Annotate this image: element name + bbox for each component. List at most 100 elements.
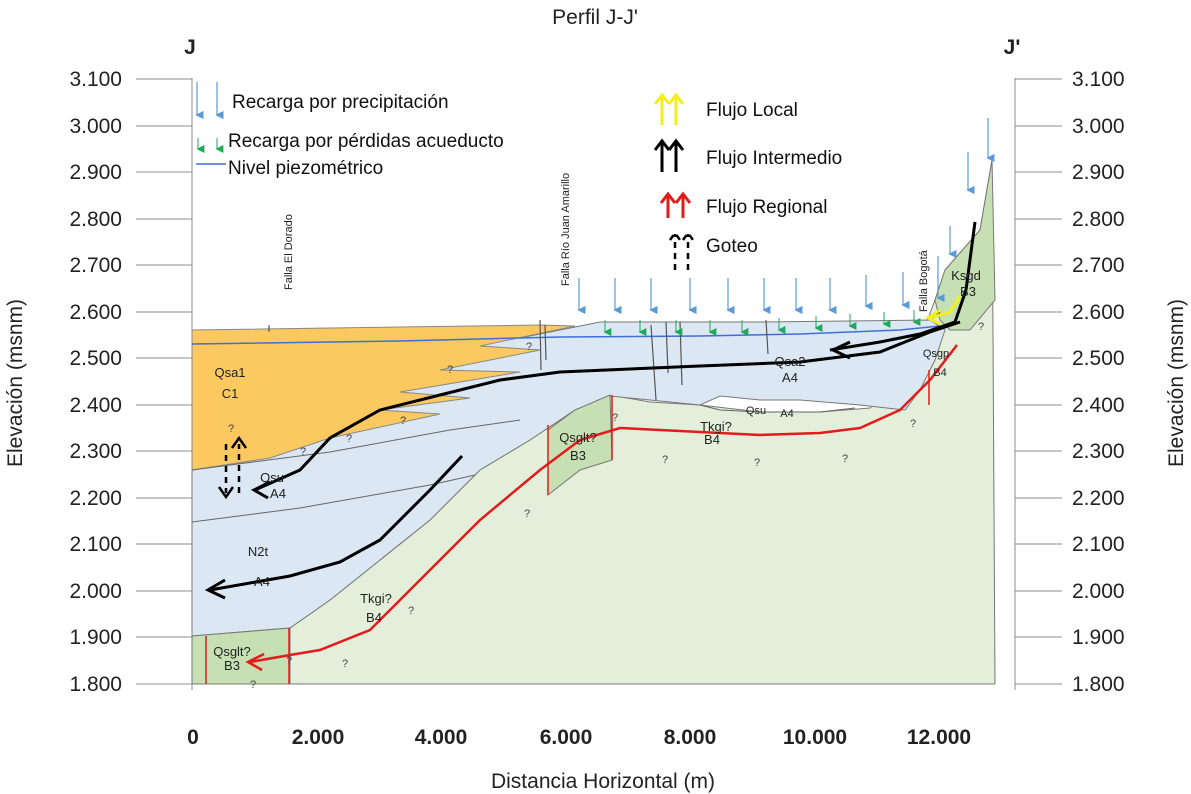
- y-tick-2500: 2.500: [69, 347, 122, 370]
- q-mark: ?: [346, 433, 352, 445]
- legend-piezometric-text: Nivel piezométrico: [228, 158, 383, 179]
- q-mark: ?: [910, 418, 916, 430]
- q-mark: ?: [342, 658, 348, 670]
- q-mark: ?: [408, 605, 414, 617]
- flow-regional-head: [245, 652, 265, 672]
- y-tick-1900: 1.900: [69, 626, 122, 649]
- label-tkgi-right: Tkgi?: [700, 419, 732, 434]
- label-qsu-mid: Qsu: [746, 405, 766, 417]
- precipitation-recharge-arrows: [577, 118, 995, 315]
- x-tick-2000: 2.000: [292, 726, 345, 749]
- y-tick-2000: 2.000: [69, 580, 122, 603]
- y-tick-right-1900: 1.900: [1072, 626, 1125, 649]
- label-ksgd-code: B3: [960, 284, 976, 299]
- right-y-tick-marks: [1015, 78, 1062, 685]
- y-axis-label-right: Elevación (msnm): [1165, 299, 1188, 467]
- internal-contacts: [191, 404, 856, 523]
- y-tick-3100: 3.100: [69, 68, 122, 91]
- y-tick-right-3100: 3.100: [1072, 68, 1125, 91]
- left-y-tick-marks: [136, 78, 192, 685]
- y-tick-right-2200: 2.200: [1072, 487, 1125, 510]
- legend-intermediate-flow-text: Flujo Intermedio: [706, 148, 842, 169]
- y-tick-right-1800: 1.800: [1072, 673, 1125, 696]
- x-tick-6000: 6.000: [540, 726, 593, 749]
- flow-regional: [249, 344, 958, 664]
- label-ksgd: Ksgd: [951, 268, 981, 283]
- label-n2t-code: A4: [254, 574, 270, 589]
- flow-intermediate-lower: [209, 454, 464, 592]
- legend-local-flow-icon: [653, 92, 685, 125]
- y-tick-2800: 2.800: [69, 208, 122, 231]
- q-mark: ?: [286, 655, 292, 667]
- label-qsglt-mid-code: B3: [570, 448, 586, 463]
- x-tick-4000: 4.000: [415, 726, 468, 749]
- label-qsglt-mid: Qsglt?: [559, 430, 597, 445]
- legend-regional-flow-text: Flujo Regional: [706, 197, 827, 218]
- q-mark: ?: [754, 457, 760, 469]
- q-mark: ?: [250, 679, 256, 691]
- legend-goteo-text: Goteo: [706, 236, 758, 257]
- goteo-up-head: [230, 435, 248, 449]
- legend-regional-flow-icon: [659, 191, 692, 218]
- right-y-ticks: 3.100 3.000 2.900 2.800 2.700 2.600 2.50…: [1072, 68, 1125, 696]
- label-qsu-left: Qsu: [260, 470, 284, 485]
- flow-intermediate-lower-head: [204, 578, 226, 600]
- y-tick-2300: 2.300: [69, 440, 122, 463]
- fault-label-el-dorado: Falla El Dorado: [283, 214, 295, 290]
- profile-start-label: J: [184, 36, 196, 59]
- y-tick-right-2300: 2.300: [1072, 440, 1125, 463]
- legend-goteo-icon: [668, 230, 695, 270]
- y-tick-2700: 2.700: [69, 254, 122, 277]
- uncertainty-marks: ? ? ? ? ? ? ? ? ? ? ? ? ? ? ? ? ?: [228, 321, 984, 691]
- y-tick-right-2100: 2.100: [1072, 533, 1125, 556]
- q-mark: ?: [300, 446, 306, 458]
- label-qsa2-code: A4: [782, 370, 798, 385]
- q-mark: ?: [400, 415, 406, 427]
- label-qsglt-left-code: B3: [224, 658, 240, 673]
- piezometric-level-line: [191, 325, 941, 345]
- x-axis-label: Distancia Horizontal (m): [491, 770, 715, 793]
- label-qsu-mid-code: A4: [780, 408, 793, 420]
- q-mark: ?: [447, 364, 453, 376]
- goteo-down-head: [217, 486, 235, 500]
- y-tick-right-2600: 2.600: [1072, 301, 1125, 324]
- label-c1: C1: [222, 386, 239, 401]
- label-tkgi-left: Tkgi?: [360, 591, 392, 606]
- label-tkgi-right-code: B4: [704, 432, 720, 447]
- legend-local-flow-text: Flujo Local: [706, 100, 798, 121]
- legend-right: Flujo Local Flujo Intermedio Flujo Regio…: [653, 92, 842, 270]
- y-axis-label-left: Elevación (msnm): [4, 299, 27, 467]
- q-mark: ?: [612, 412, 618, 424]
- y-tick-right-2400: 2.400: [1072, 394, 1125, 417]
- label-tkgi-left-code: B4: [366, 610, 382, 625]
- y-tick-2600: 2.600: [69, 301, 122, 324]
- q-mark: ?: [978, 321, 984, 333]
- legend-left: Recarga por precipitación Recarga por pé…: [195, 82, 504, 179]
- y-tick-2400: 2.400: [69, 394, 122, 417]
- x-tick-12000: 12.000: [907, 726, 971, 749]
- flow-local-arrow-head: [925, 308, 941, 326]
- legend-precip-text: Recarga por precipitación: [232, 92, 449, 113]
- x-tick-0: 0: [187, 726, 199, 749]
- q-mark: ?: [662, 454, 668, 466]
- flow-intermediate-main-head: [250, 480, 271, 500]
- profile-end-label: J': [1004, 36, 1021, 59]
- q-mark: ?: [228, 423, 234, 435]
- label-qsgp-code: B4: [933, 367, 946, 379]
- x-tick-10000: 10.000: [783, 726, 847, 749]
- figure-title: Perfil J-J': [552, 6, 638, 29]
- unit-labels: Qsa1 C1 Qsu A4 N2t A4 Qsa2 A4 Qsu A4 Tkg…: [213, 268, 981, 673]
- y-tick-right-2700: 2.700: [1072, 254, 1125, 277]
- y-tick-2900: 2.900: [69, 161, 122, 184]
- goteo-arrows-section: [224, 444, 241, 493]
- q-mark: ?: [524, 508, 530, 520]
- y-tick-1800: 1.800: [69, 673, 122, 696]
- y-tick-right-2000: 2.000: [1072, 580, 1125, 603]
- legend-intermediate-flow-icon: [653, 138, 685, 172]
- label-qsa2: Qsa2: [774, 354, 805, 369]
- flow-local-arrow: [929, 295, 962, 320]
- aqueduct-recharge-arrows: [603, 310, 921, 336]
- y-tick-2200: 2.200: [69, 487, 122, 510]
- label-qsa1: Qsa1: [214, 365, 245, 380]
